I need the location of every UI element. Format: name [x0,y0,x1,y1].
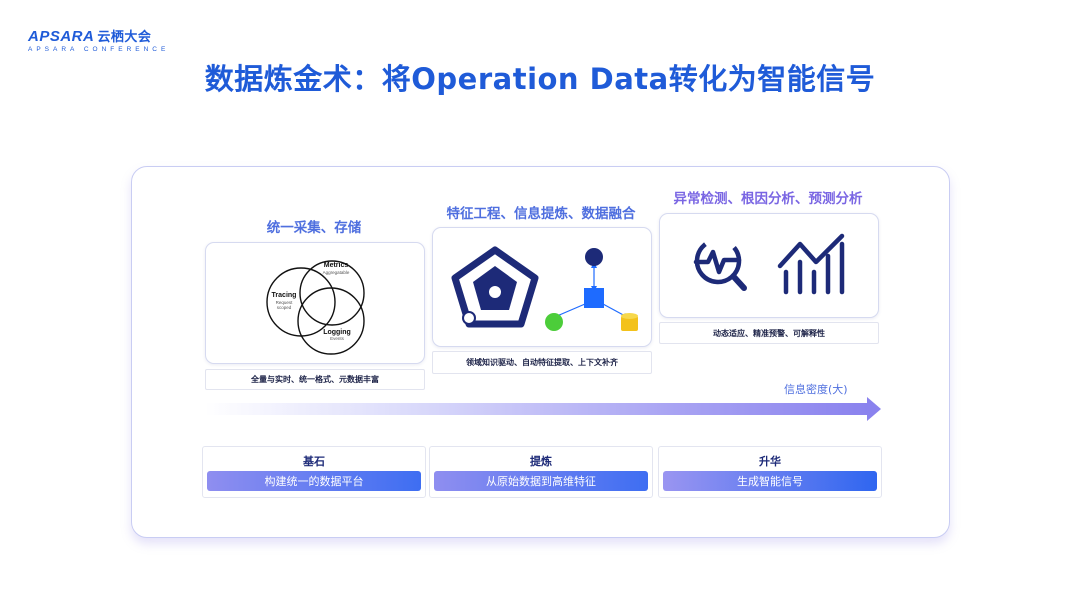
venn-tracing-sub1: Request [276,300,294,305]
venn-logging-sub: Events [330,336,345,341]
page-title: 数据炼金术：将Operation Data转化为智能信号 [204,62,876,96]
section-title-sublimate: 异常检测、根因分析、预测分析 [673,191,863,207]
section-title-refine: 特征工程、信息提炼、数据融合 [446,206,636,222]
analysis-panel [659,213,879,318]
logo-brand: APSARA [28,28,95,45]
stage-foundation: 基石 构建统一的数据平台 [202,446,426,498]
arrow-head-icon [867,397,881,421]
venn-tracing-sub2: scoped [277,305,292,310]
network-nodes-icon [545,248,638,331]
venn-metrics-sub: Aggregatable [323,270,350,275]
stage-sublimate: 升华 生成智能信号 [658,446,882,498]
caption-collect: 全量与实时、统一格式、元数据丰富 [205,369,425,390]
pentagon-gear-icon [451,246,539,328]
venn-metrics-label: Metrics [324,262,349,269]
caption-sublimate: 动态适应、精准预警、可解释性 [659,322,879,344]
stage-title: 基石 [303,455,325,468]
venn-logging-label: Logging [323,329,351,336]
density-arrow [205,403,869,415]
analysis-icons [693,233,845,295]
logo-subtitle: APSARA CONFERENCE [28,46,170,53]
caption-refine: 领域知识驱动、自动特征提取、上下文补齐 [432,351,652,374]
density-axis-label: 信息密度(大) [784,383,848,396]
venn-tracing-label: Tracing [272,292,297,299]
venn-diagram-icon: Metrics Aggregatable Tracing Request sco… [266,260,365,355]
section-title-collect: 统一采集、存储 [266,220,362,236]
venn-panel: Metrics Aggregatable Tracing Request sco… [205,242,425,364]
stage-refine: 提炼 从原始数据到高维特征 [429,446,653,498]
stage-bar: 从原始数据到高维特征 [434,471,648,491]
trend-chart-icon [777,233,845,295]
stage-title: 提炼 [530,455,552,468]
stage-title: 升华 [759,455,781,468]
logo-brand-cn: 云栖大会 [97,29,152,44]
stage-bar: 构建统一的数据平台 [207,471,421,491]
feature-panel [432,227,652,347]
feature-icons [451,246,638,331]
stage-bar: 生成智能信号 [663,471,877,491]
search-pulse-icon [693,237,747,291]
